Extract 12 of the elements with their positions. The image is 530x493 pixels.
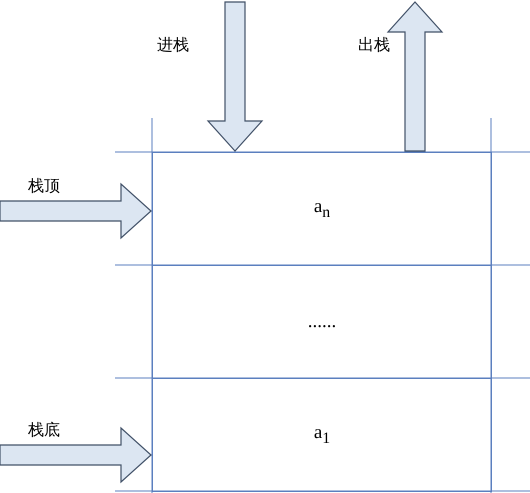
block-arrow [0,182,152,240]
pointer-label: 栈底 [28,420,60,441]
cell-text: ...... [308,311,336,333]
cell-text: a$_{1}$ [314,422,330,448]
block-arrow [386,1,444,152]
block-arrow [0,426,152,484]
block-arrow [206,1,264,152]
cell-text: a$_{n}$ [314,196,330,222]
stack-cell [152,152,492,266]
pointer-label: 栈顶 [28,176,60,197]
stack-cell [152,378,492,492]
stack-cell [152,265,492,379]
